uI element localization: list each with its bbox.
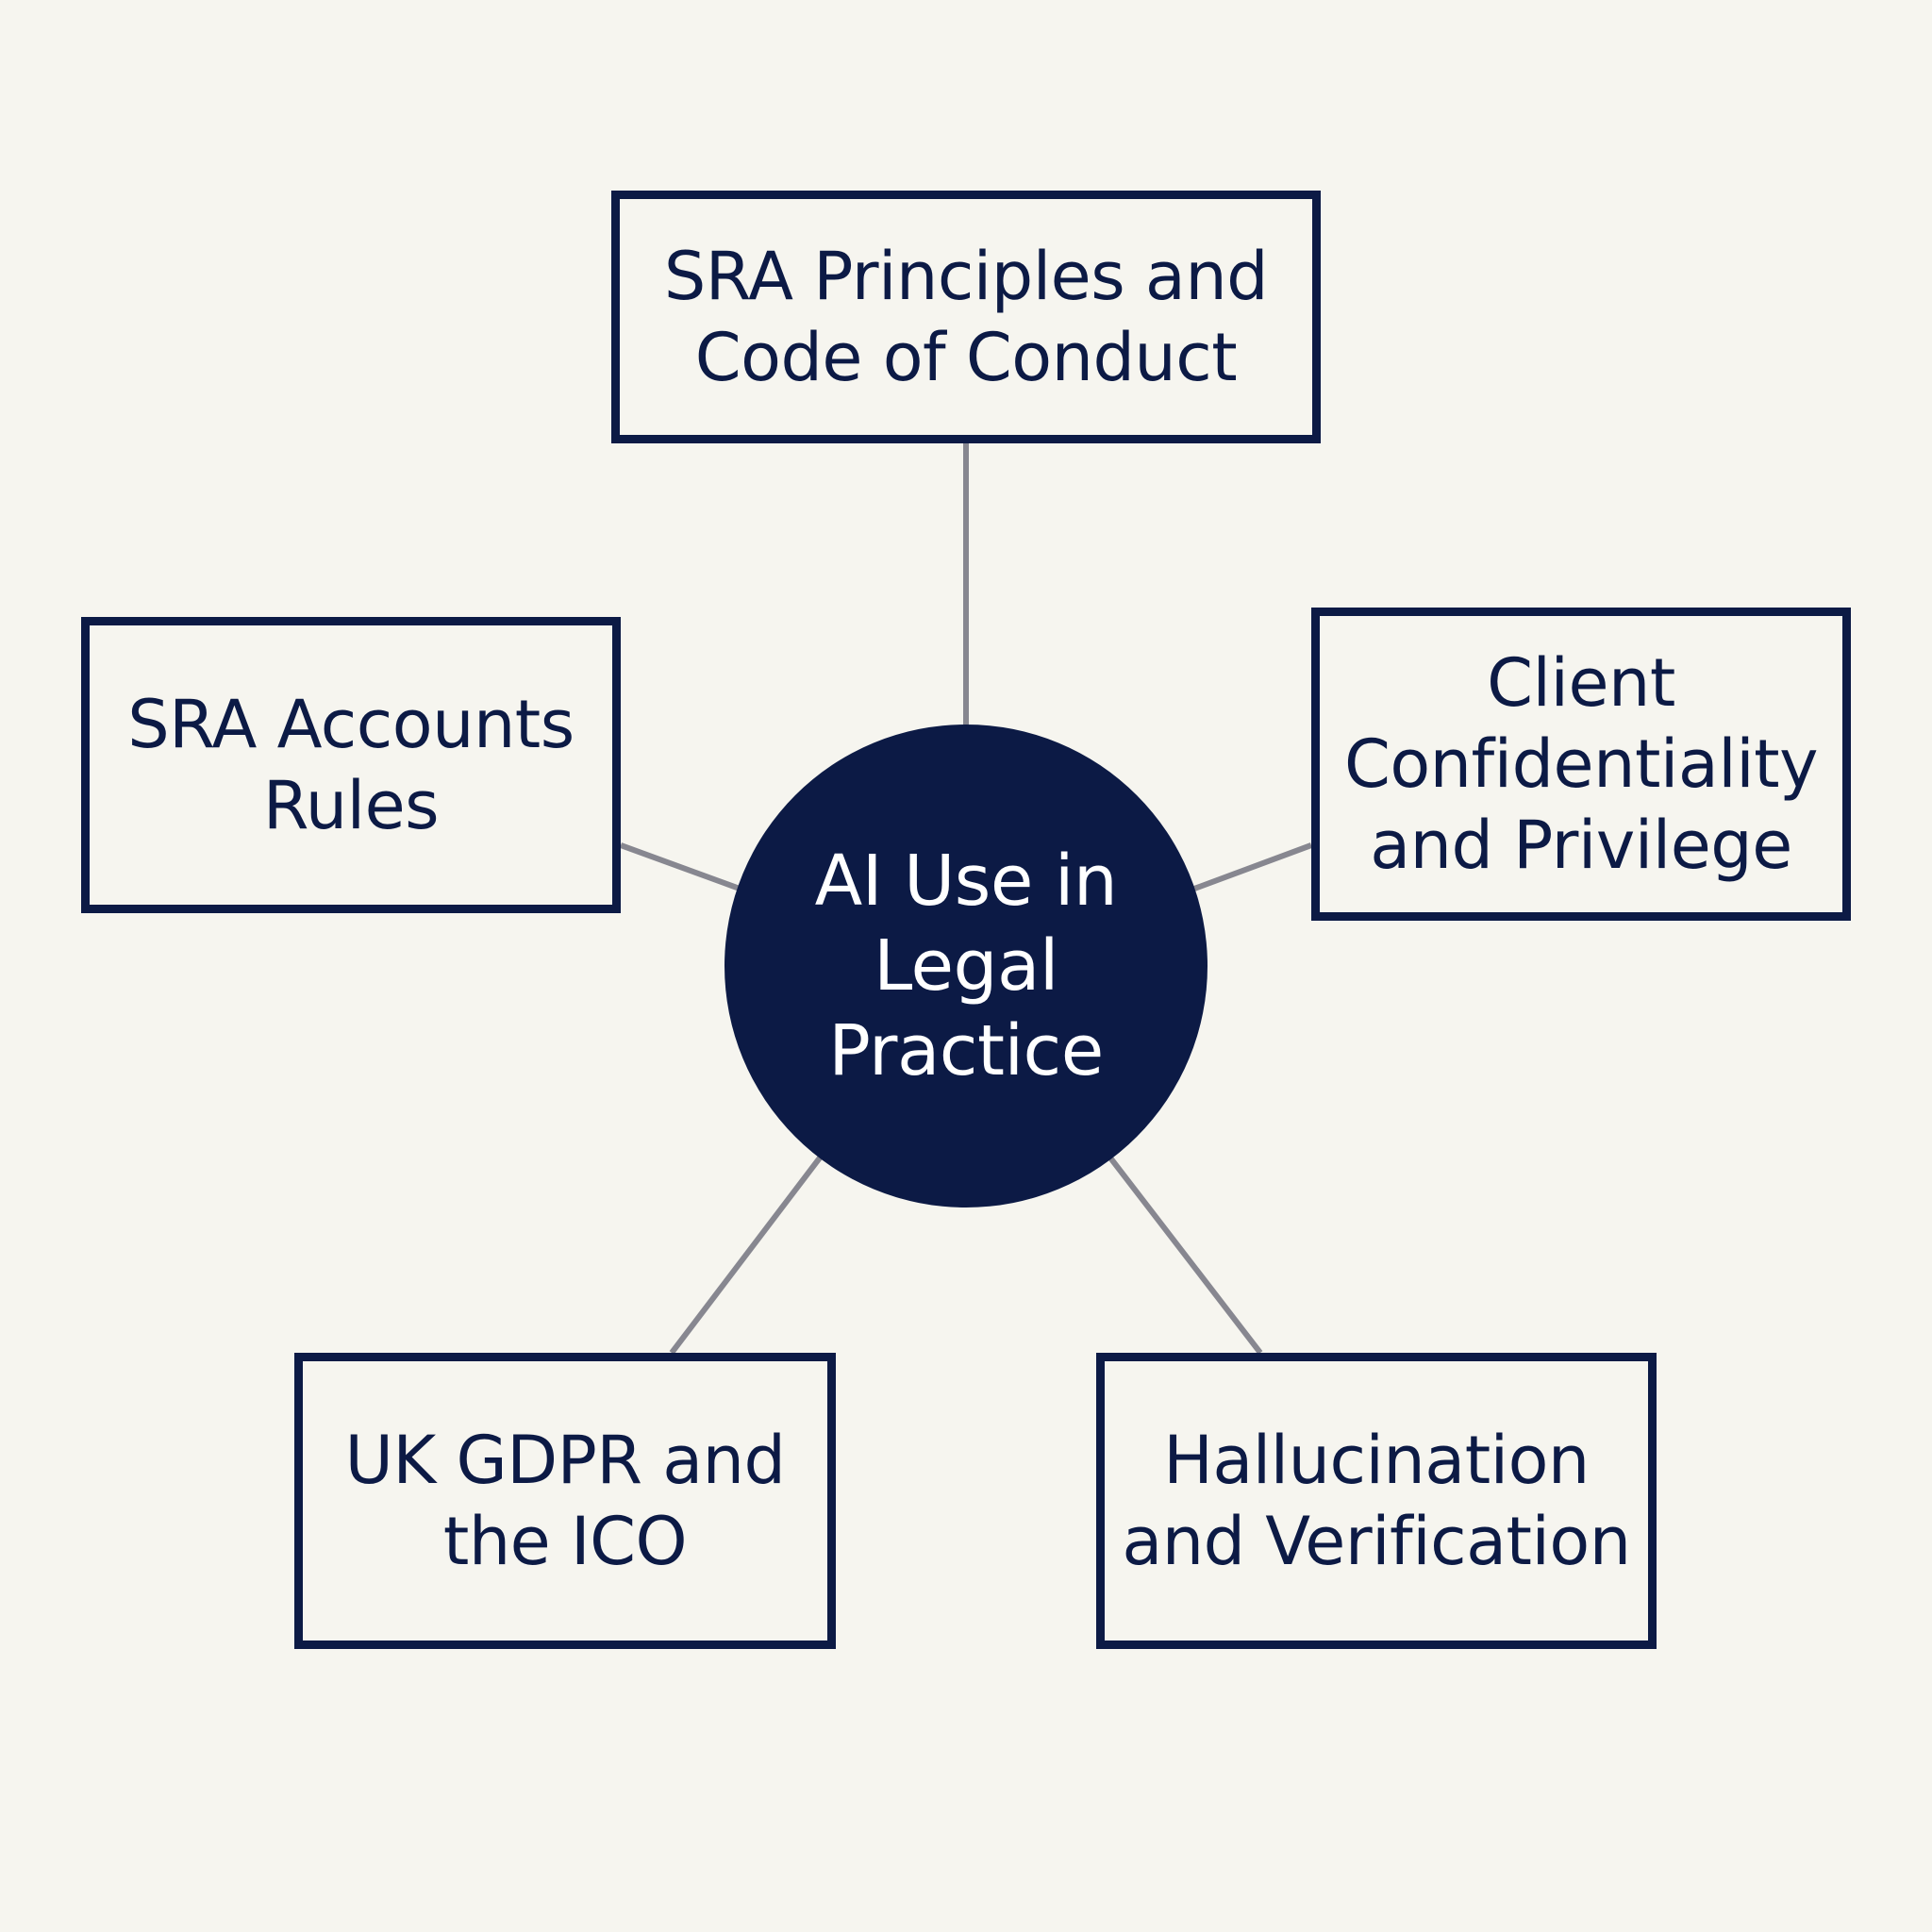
node-hallucination: Hallucination and Verification — [1096, 1353, 1657, 1649]
node-label: Client Confidentiality and Privilege — [1343, 644, 1819, 884]
hub-label: AI Use in Legal Practice — [814, 841, 1118, 1091]
node-uk-gdpr: UK GDPR and the ICO — [294, 1353, 836, 1649]
node-sra-accounts-rules: SRA Accounts Rules — [81, 617, 621, 913]
connector-bottom-right — [1107, 1155, 1263, 1355]
node-label: SRA Principles and Code of Conduct — [663, 238, 1269, 396]
node-label: UK GDPR and the ICO — [344, 1422, 786, 1580]
node-label: SRA Accounts Rules — [127, 686, 575, 844]
node-client-confidentiality: Client Confidentiality and Privilege — [1311, 608, 1851, 921]
connector-left — [619, 842, 741, 891]
node-label: Hallucination and Verification — [1122, 1422, 1631, 1580]
connector-right — [1192, 842, 1313, 891]
node-sra-principles: SRA Principles and Code of Conduct — [611, 191, 1321, 443]
central-hub: AI Use in Legal Practice — [724, 724, 1208, 1208]
connector-bottom-left — [669, 1155, 824, 1355]
